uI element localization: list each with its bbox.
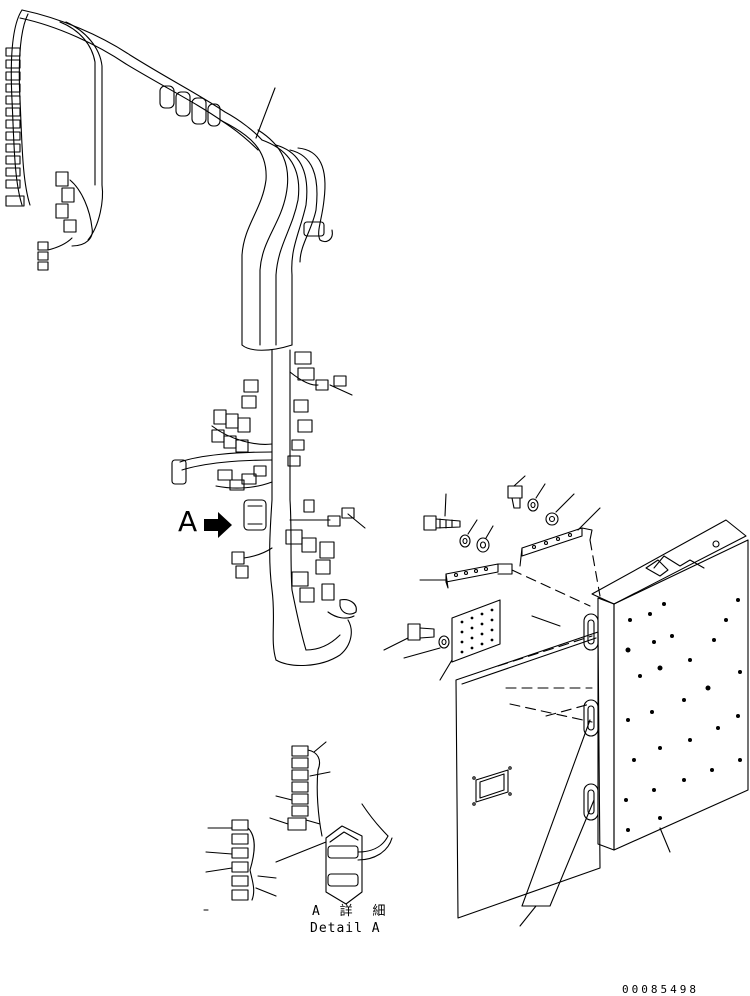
detail-a-upper-connectors <box>287 745 323 837</box>
terminal-plate <box>439 599 501 681</box>
left-connector-stack <box>5 47 25 207</box>
leader-lines-upper <box>255 87 366 529</box>
view-a-label: A <box>178 505 198 538</box>
upper-harness <box>5 9 333 351</box>
detail-a-clamp <box>325 803 393 905</box>
mid-connector-stack <box>37 171 104 271</box>
brackets <box>419 507 601 607</box>
detail-a-caption-japanese: A 詳 細 <box>312 904 392 919</box>
mounting-slots <box>519 613 599 927</box>
left-branch-connectors <box>211 409 273 453</box>
drawing-number: 00085498 <box>622 983 699 996</box>
detail-a-caption-english: Detail A <box>310 921 381 936</box>
control-box <box>591 519 749 853</box>
central-harness <box>171 349 357 667</box>
top-clamps <box>159 85 221 127</box>
cover-panel <box>455 615 601 919</box>
hardware-bolts <box>383 475 575 659</box>
view-arrow-icon <box>204 512 232 538</box>
detail-a-left-connectors <box>231 819 255 901</box>
detail-a-view <box>203 741 393 911</box>
